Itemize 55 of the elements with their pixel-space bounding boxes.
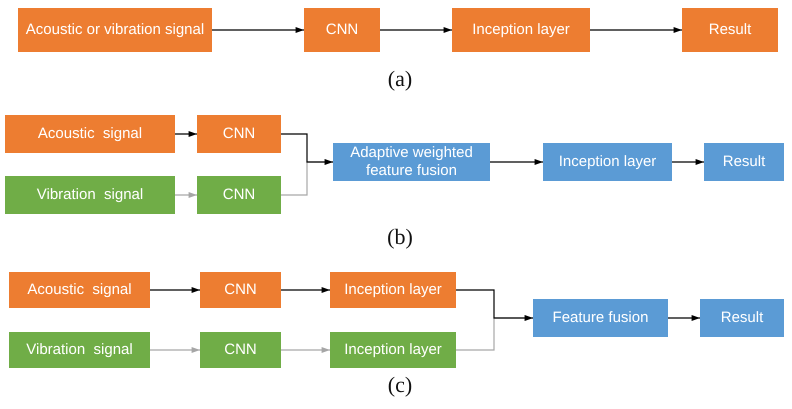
process-box	[200, 332, 281, 368]
arrow	[150, 287, 200, 293]
process-box	[5, 176, 175, 214]
box-label: CNN	[326, 21, 358, 39]
box-label: Vibration signal	[36, 186, 144, 204]
arrow	[490, 159, 543, 165]
process-box	[197, 176, 281, 214]
box-label: Inception layer	[344, 341, 442, 359]
arrow	[456, 289, 533, 321]
arrow	[380, 27, 452, 33]
arrow	[212, 27, 304, 33]
box-label: Feature fusion	[552, 309, 648, 327]
box-label: CNN	[222, 125, 256, 143]
box-label: Inception layer	[344, 281, 442, 299]
process-box	[333, 143, 490, 181]
box-label: Result	[708, 21, 752, 39]
process-box	[18, 8, 212, 52]
box-label: Acoustic or vibration signal	[26, 21, 204, 39]
arrow	[281, 133, 333, 165]
process-box	[304, 8, 380, 52]
box-label: CNN	[224, 281, 257, 299]
box-label: Acoustic signal	[27, 281, 132, 299]
box-label: CNN	[222, 186, 256, 204]
box-label: Result	[720, 309, 764, 327]
box-label: Inception layer	[472, 21, 570, 39]
arrow	[281, 287, 330, 293]
panel-label: (a)	[388, 66, 412, 92]
arrow	[150, 347, 200, 353]
panel-label: (c)	[388, 372, 412, 398]
process-box	[197, 115, 281, 153]
arrow	[668, 315, 700, 321]
process-box	[200, 272, 281, 308]
arrow	[672, 159, 704, 165]
process-box	[330, 332, 456, 368]
box-label: Acoustic signal	[38, 125, 142, 143]
box-label: Adaptive weighted feature fusion	[349, 144, 474, 180]
box-label: Inception layer	[558, 153, 656, 171]
box-label: Result	[722, 153, 766, 171]
panel-label: (b)	[387, 224, 413, 250]
process-box	[700, 299, 784, 337]
process-box	[5, 115, 175, 153]
box-label: CNN	[224, 341, 257, 359]
process-box	[704, 143, 784, 181]
process-box	[543, 143, 672, 181]
arrow	[590, 27, 682, 33]
arrow	[281, 347, 330, 353]
box-label: Vibration signal	[26, 341, 133, 359]
process-box	[452, 8, 590, 52]
arrow	[175, 192, 197, 198]
process-box	[682, 8, 778, 52]
process-box	[9, 272, 150, 308]
process-box	[330, 272, 456, 308]
process-box	[533, 299, 668, 337]
process-box	[9, 332, 150, 368]
arrow	[175, 131, 197, 137]
